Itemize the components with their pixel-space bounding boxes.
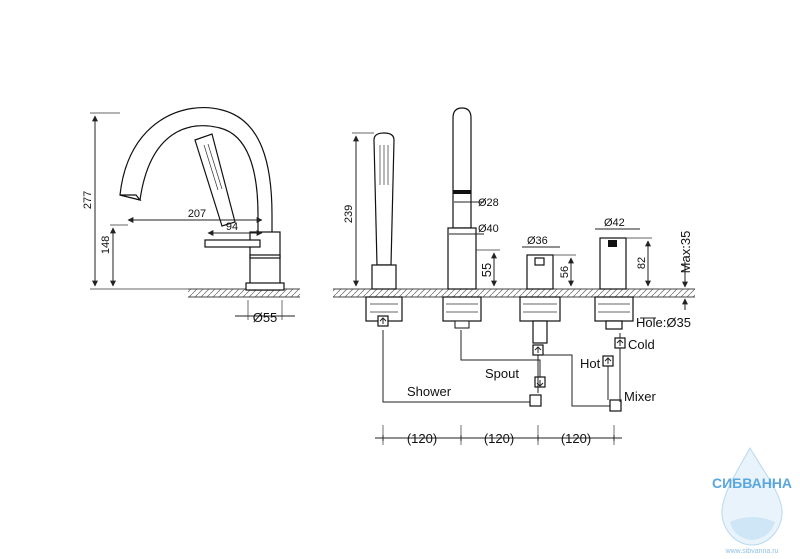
diverter-front — [519, 254, 561, 344]
dim-239: 239 — [343, 205, 355, 223]
dim-spacing-1: (120) — [407, 431, 437, 446]
dim-36: Ø36 — [527, 235, 548, 247]
front-view: 239 Ø28 Ø40 55 Ø36 56 — [333, 107, 695, 446]
dim-spacing-3: (120) — [561, 431, 591, 446]
dim-28: Ø28 — [478, 197, 499, 209]
mixer-front — [594, 237, 634, 330]
label-shower: Shower — [407, 384, 452, 399]
label-hot: Hot — [580, 356, 601, 371]
dim-40: Ø40 — [478, 223, 499, 235]
dim-94: 94 — [226, 221, 238, 233]
dim-82: 82 — [636, 257, 648, 269]
hand-shower-front — [365, 132, 403, 322]
countertop-left — [188, 289, 300, 297]
dim-277: 277 — [82, 191, 94, 209]
dim-hole-35: Hole:Ø35 — [636, 315, 691, 330]
label-cold: Cold — [628, 337, 655, 352]
label-spout: Spout — [485, 366, 519, 381]
dim-spacing-2: (120) — [484, 431, 514, 446]
dim-55: 55 — [479, 263, 494, 277]
logo-url-text: www.sibvanna.ru — [725, 548, 779, 555]
dim-56: 56 — [559, 266, 571, 278]
side-view: 277 148 207 94 Ø55 — [82, 107, 300, 325]
dim-42: Ø42 — [604, 217, 625, 229]
spout-front — [442, 107, 482, 329]
countertop-right — [333, 289, 695, 297]
dim-148: 148 — [100, 236, 112, 254]
label-mixer: Mixer — [624, 389, 656, 404]
plumbing — [377, 315, 626, 412]
lever-handle-side — [204, 239, 261, 248]
dim-base-55: Ø55 — [253, 310, 278, 325]
spout-arc — [119, 107, 273, 236]
dim-max-35: Max:35 — [678, 231, 693, 274]
dim-207: 207 — [188, 208, 206, 220]
sibvanna-logo: СИБВАННА www.sibvanna.ru — [712, 446, 792, 555]
logo-brand-text: СИБВАННА — [712, 475, 792, 491]
